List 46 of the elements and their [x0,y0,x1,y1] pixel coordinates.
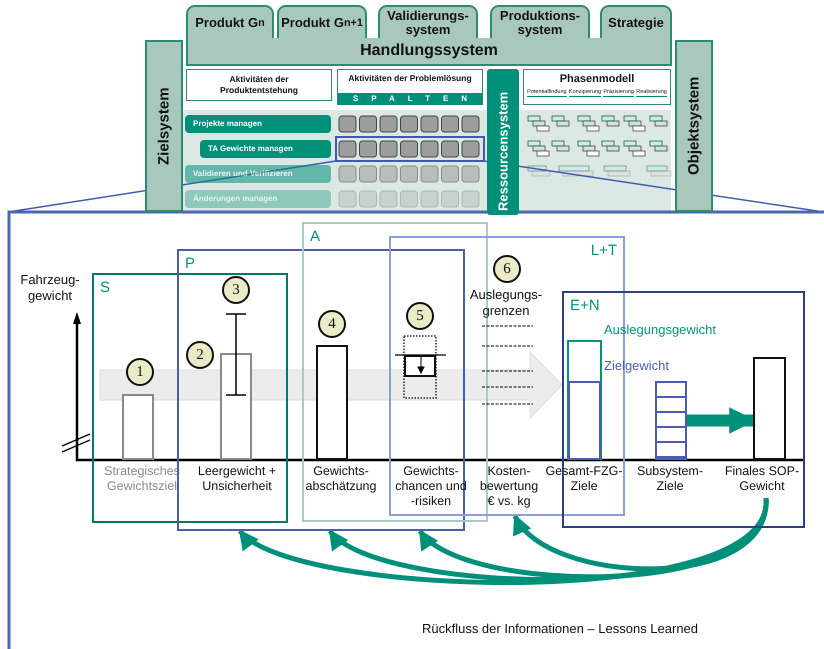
method-bar: SPALTEN [338,93,482,105]
header-box [337,69,483,105]
weight-bar [316,345,348,460]
frame-letter: E+N [570,297,600,314]
axis-category-label: Gewichts- abschätzung [296,464,386,498]
number-circle: 6 [493,255,521,283]
frame-letter: S [100,279,110,296]
header-box: Aktivitäten der Produktentstehung [186,69,332,101]
tab: Strategie [600,5,672,39]
frame-letter: A [310,228,320,245]
system-column: Ressourcensystem [487,69,519,215]
system-column: Zielsystem [145,40,183,212]
process-bar: Änderungen managen [185,190,331,208]
annotation-text: Auslegungsgewicht [604,322,718,338]
feedback-arrow [512,498,768,572]
number-circle: 3 [222,276,250,304]
phase-frame [92,273,288,523]
header-text: Phasenmodell [558,72,636,87]
weight-bar [122,394,154,460]
weight-bar [220,353,252,460]
header-box [523,69,671,105]
header-text: Aktivitäten der Problemlösung [347,72,473,85]
weight-bar [568,381,601,460]
number-circle: 1 [126,358,154,386]
axis-category-label: Finales SOP-Gewicht [720,464,804,498]
number-circle: 2 [186,341,214,369]
tab: Produktions- system [490,5,590,39]
axis-category-label: Subsystem- Ziele [630,464,710,498]
weight-bar [655,381,687,460]
process-bar: Validieren und Verifizieren [185,165,331,183]
tab: Validierungs- system [378,5,478,39]
frame-letter: P [185,255,196,272]
number-circle: 5 [406,302,434,330]
weight-bar [753,357,786,460]
weight-bar [567,340,602,460]
caption-text: Rückfluss der Informationen – Lessons Learned [420,621,700,637]
frame-letter: L+T [590,242,617,259]
annotation-text: Auslegungs- grenzen [468,287,544,319]
system-bar: Handlungssystem [186,38,672,66]
axis-category-label: Kosten- bewertung € vs. kg [475,464,543,514]
process-bar: Projekte managen [185,115,331,133]
process-bar: TA Gewichte managen [200,140,331,158]
axis-title: Fahrzeug- gewicht [19,272,81,304]
axis-category-label: Leergewicht + Unsicherheit [197,464,277,498]
number-circle: 4 [318,310,346,338]
system-column: Objektsystem [675,40,713,212]
